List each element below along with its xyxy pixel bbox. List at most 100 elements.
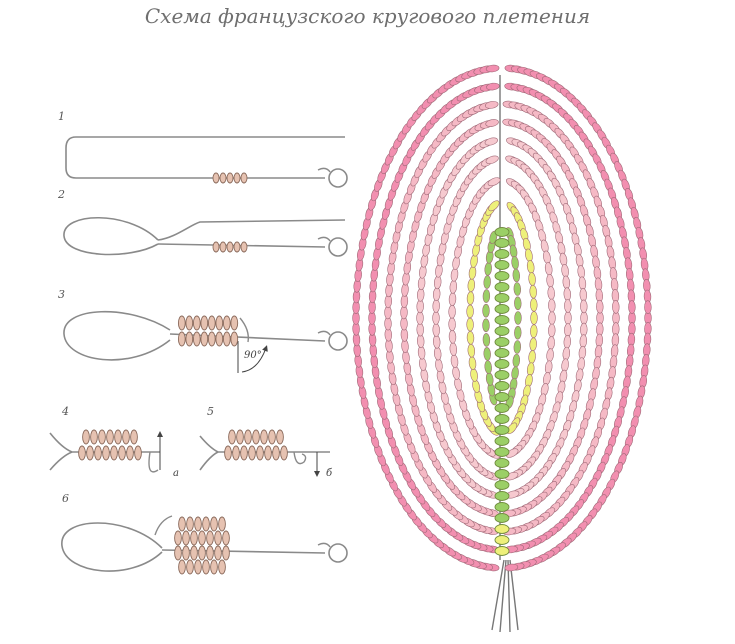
leaf-axis-beads: [494, 227, 510, 556]
leaf-bead: [484, 101, 499, 109]
leaf-bead: [452, 366, 460, 380]
leaf-bead: [433, 275, 442, 290]
leaf-bead: [432, 323, 440, 337]
leaf-bead: [547, 336, 555, 350]
bead: [185, 331, 194, 347]
bead: [212, 172, 220, 184]
bead: [214, 530, 222, 546]
bead: [276, 429, 284, 445]
bead: [206, 530, 214, 546]
bead: [178, 559, 186, 575]
leaf-bead: [416, 288, 425, 302]
leaf-bead: [548, 323, 556, 338]
leaf-bead: [546, 274, 554, 288]
axis-bead: [494, 359, 510, 369]
bead: [214, 545, 222, 561]
leaf-bead: [530, 324, 538, 338]
leaf-bead: [454, 377, 462, 392]
bead: [264, 445, 272, 461]
bead: [192, 315, 201, 331]
bead: [118, 445, 126, 461]
step-5: 5 б: [199, 405, 333, 479]
leaf-bead: [416, 322, 424, 337]
bead: [230, 331, 239, 347]
leaf-bead: [435, 358, 443, 372]
bead: [233, 172, 241, 184]
leaf-bead: [450, 268, 459, 282]
axis-bead: [494, 436, 510, 446]
bead: [90, 429, 98, 445]
leaf-bead: [564, 311, 572, 325]
leaf-bead: [580, 299, 588, 314]
leaf-bead: [544, 262, 553, 276]
leaf-bead: [506, 448, 519, 458]
leaf-bead: [416, 311, 424, 325]
bead: [82, 429, 90, 445]
step-2-loop: [63, 216, 159, 256]
leaf-bead: [528, 350, 536, 364]
leaf-bead: [561, 264, 569, 278]
bead: [218, 516, 226, 532]
leaf-bead: [512, 353, 521, 368]
leaf-bead: [529, 284, 537, 299]
leaf-bead: [628, 300, 636, 314]
step-4-beads: [78, 429, 142, 461]
step-3-wire-loop: [328, 331, 348, 351]
step-5-beads: [224, 429, 288, 461]
axis-bead: [494, 392, 510, 402]
leaf-bead: [448, 317, 456, 332]
leaf-bead: [450, 354, 459, 368]
leaf-bead: [433, 346, 442, 361]
step-5-sub-label: б: [326, 468, 333, 479]
beaded-leaf: [352, 64, 652, 633]
axis-bead: [494, 403, 510, 413]
bead: [94, 445, 102, 461]
leaf-bead: [416, 334, 425, 348]
leaf-bead: [482, 333, 491, 347]
leaf-bead: [525, 248, 533, 263]
leaf-bead: [432, 311, 440, 325]
leaf-bead: [484, 137, 498, 146]
bead: [244, 429, 252, 445]
leaf-bead: [506, 422, 518, 435]
leaf-bead: [466, 291, 475, 305]
leaf-bead: [448, 330, 457, 344]
bead: [198, 545, 206, 561]
leaf-bead: [487, 177, 501, 187]
bead: [215, 315, 224, 331]
leaf-bead: [528, 272, 536, 286]
leaf-bead: [509, 244, 518, 259]
leaf-bead: [514, 311, 522, 325]
step-4-sub-label: a: [173, 468, 179, 479]
leaf-bead: [485, 64, 500, 73]
bead: [228, 429, 236, 445]
leaf-bead: [467, 278, 476, 293]
bead: [202, 559, 210, 575]
axis-bead: [494, 348, 510, 358]
leaf-bead: [432, 335, 441, 349]
angle-label: 90°: [244, 350, 262, 361]
bead: [110, 445, 118, 461]
leaf-bead: [564, 299, 572, 313]
leaf-bead: [564, 323, 572, 337]
axis-bead: [494, 238, 510, 248]
bead: [186, 559, 194, 575]
axis-bead: [494, 480, 510, 490]
bead: [230, 315, 239, 331]
axis-bead: [494, 381, 510, 391]
bead: [248, 445, 256, 461]
bead: [122, 429, 130, 445]
axis-bead: [494, 337, 510, 347]
bead: [222, 530, 230, 546]
leaf-bead: [562, 275, 571, 290]
leaf-bead: [543, 250, 551, 265]
angle-arc: [241, 345, 268, 373]
bead: [130, 429, 138, 445]
bead: [190, 545, 198, 561]
bead: [252, 429, 260, 445]
bead: [207, 331, 216, 347]
step-1-wire-loop: [328, 168, 348, 188]
bead: [272, 445, 280, 461]
step-2-beads: [212, 241, 248, 253]
axis-bead: [494, 458, 510, 468]
